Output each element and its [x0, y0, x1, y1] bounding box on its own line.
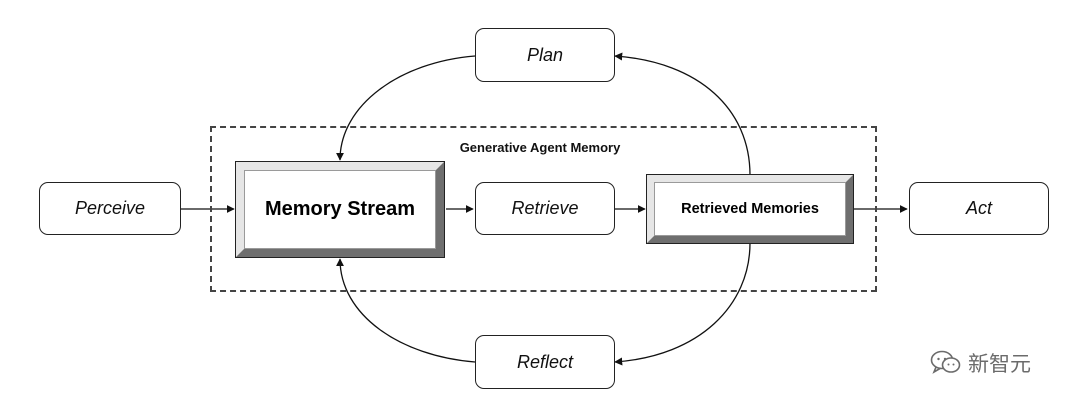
act-node: Act: [909, 182, 1049, 235]
plan-node: Plan: [475, 28, 615, 82]
reflect-node: Reflect: [475, 335, 615, 389]
watermark-text: 新智元: [968, 353, 1031, 376]
generative-agent-memory-frame: [210, 126, 877, 292]
memory-stream-box: Memory Stream: [235, 161, 445, 258]
retrieve-node: Retrieve: [475, 182, 615, 235]
retrieved-memories-label: Retrieved Memories: [654, 182, 846, 236]
arrow-retrieved-to-reflect: [614, 242, 751, 366]
retrieved-memories-box: Retrieved Memories: [646, 174, 854, 244]
watermark: 新智元: [930, 348, 1031, 378]
arrow-reflect-to-stream: [336, 258, 476, 363]
memory-stream-label: Memory Stream: [244, 170, 436, 249]
arrow-plan-to-stream: [336, 55, 476, 161]
arrow-retrieved-to-plan: [614, 52, 751, 176]
perceive-node: Perceive: [39, 182, 181, 235]
frame-title: Generative Agent Memory: [459, 140, 621, 155]
wechat-icon: [930, 350, 961, 374]
